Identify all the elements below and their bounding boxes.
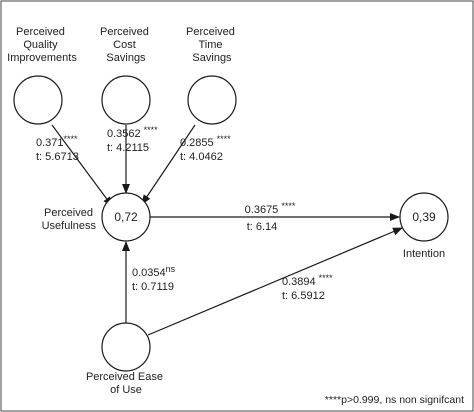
coef-quality-usefulness: 0.371**** [36,134,78,149]
t-time-usefulness: t: 4.0462 [180,151,223,163]
time-label: Perceived Time Savings [186,26,238,64]
t-usefulness-intention: t: 6.14 [247,221,278,233]
construct-intention-circle [399,192,449,242]
path-time-to-usefulness [141,124,196,205]
coef-cost-usefulness: 0.3562**** [107,125,158,140]
coef-usefulness-intention: 0.3675**** [245,201,296,216]
cost-label: Perceived Cost Savings [100,26,152,64]
construct-time-circle [187,75,237,125]
construct-ease-circle [101,322,151,372]
t-ease-usefulness: t: 0.7119 [132,281,174,293]
quality-label: Perceived Quality Improvements [7,26,77,64]
path-quality-to-usefulness [51,124,113,207]
construct-cost-circle [101,75,151,125]
t-ease-intention: t: 6.5912 [282,290,325,302]
coef-ease-intention: 0.3894**** [282,273,333,288]
construct-usefulness-circle [101,192,151,242]
ease-label: Perceived Ease of Use [86,371,166,396]
path-ease-to-intention [147,227,403,336]
coef-time-usefulness: 0.2855**** [180,134,231,149]
intention-r2: 0,39 [412,210,436,224]
usefulness-r2: 0,72 [114,210,138,224]
intention-label: Intention [403,248,445,260]
t-cost-usefulness: t: 4.2115 [107,142,149,154]
usefulness-label: Perceived Usefulness [42,207,97,232]
t-quality-usefulness: t: 5.6713 [36,151,79,163]
significance-footnote: ****p>0.999, ns non signifcant [325,394,464,406]
construct-quality-circle [13,75,63,125]
coef-ease-usefulness: 0.0354ns [132,264,176,279]
